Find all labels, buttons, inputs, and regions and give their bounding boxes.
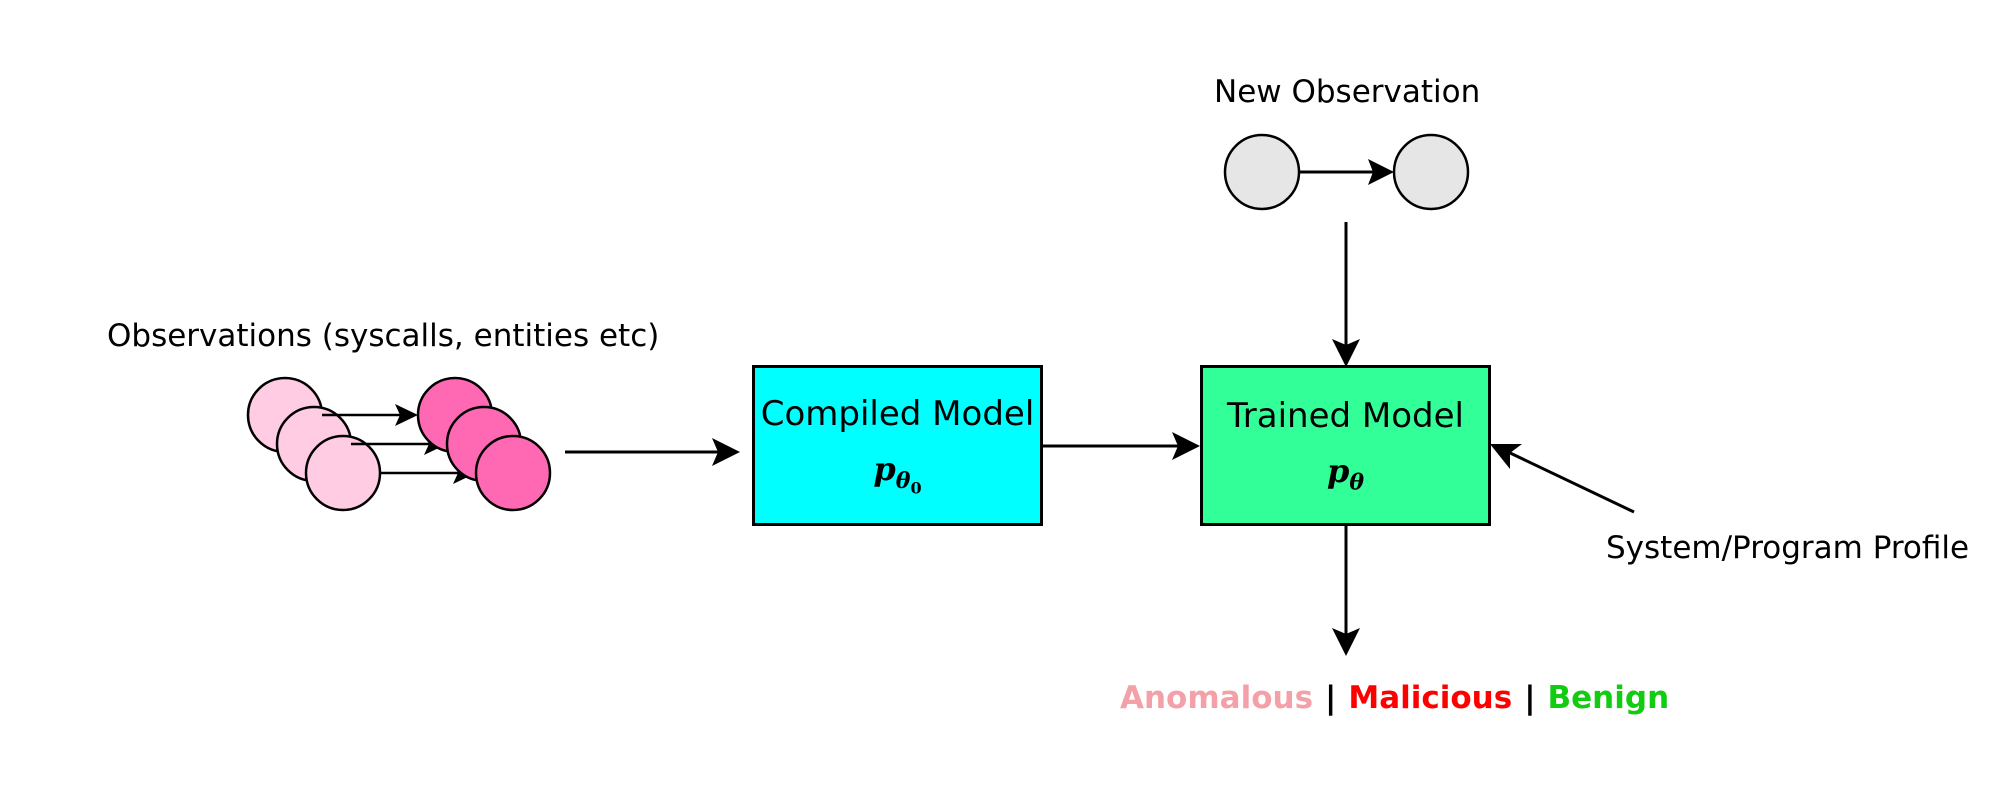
outcome-row: Anomalous | Malicious | Benign <box>1120 680 1669 716</box>
trained-model-symbol-base: p <box>1326 451 1350 490</box>
arrow-profile-to-trained-head <box>1490 444 1522 469</box>
compiled-model-symbol-theta: θ <box>895 467 911 494</box>
compiled-model-box: Compiled Model pθ0 <box>752 365 1043 526</box>
outcome-benign: Benign <box>1547 680 1670 716</box>
compiled-model-symbol-base: p <box>873 450 896 489</box>
observations-label: Observations (syscalls, entities etc) <box>107 318 660 354</box>
trained-model-symbol-sub: θ <box>1349 469 1365 496</box>
compiled-model-symbol-zero: 0 <box>910 477 922 497</box>
observation-cluster <box>246 376 552 512</box>
new-observation-edge-head <box>1368 159 1394 185</box>
new-observation-label: New Observation <box>1214 74 1481 110</box>
outcome-separator-1: | <box>1325 680 1337 716</box>
observation-node-light-3 <box>304 434 382 512</box>
new-observation-node-2 <box>1392 133 1470 211</box>
arrow-compiled-to-trained-head <box>1172 432 1200 460</box>
trained-model-box: Trained Model pθ <box>1200 365 1491 526</box>
trained-model-symbol: pθ <box>1327 452 1364 495</box>
arrow-observations-to-compiled-head <box>712 438 740 466</box>
outcome-anomalous: Anomalous <box>1120 680 1314 716</box>
arrow-trained-to-outcome-head <box>1332 628 1360 656</box>
profile-label: System/Program Profile <box>1606 530 1970 566</box>
arrow-new-observation-to-trained-head <box>1332 339 1360 367</box>
compiled-model-symbol: pθ0 <box>873 450 921 497</box>
new-observation-node-1 <box>1223 133 1301 211</box>
observation-node-dark-3 <box>474 434 552 512</box>
outcome-separator-2: | <box>1524 680 1536 716</box>
arrow-profile-to-trained <box>1507 450 1635 514</box>
compiled-model-symbol-sub: θ0 <box>895 467 922 497</box>
trained-model-title: Trained Model <box>1227 395 1464 436</box>
compiled-model-title: Compiled Model <box>760 394 1035 435</box>
observation-edge-1-head <box>395 404 418 426</box>
outcome-malicious: Malicious <box>1348 680 1513 716</box>
